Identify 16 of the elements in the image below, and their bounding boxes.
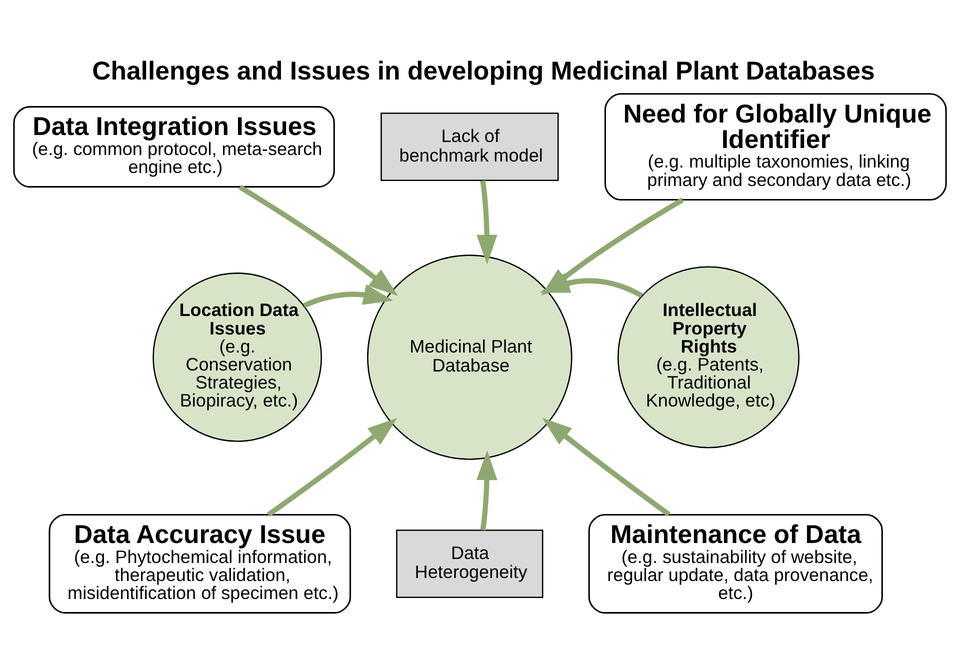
arrow xyxy=(476,450,498,530)
arrow xyxy=(540,272,643,298)
node-box: Lack of benchmark model xyxy=(380,112,559,181)
node-circle: Intellectual Property Rights (e.g. Patents, Traditional Knowledge, etc) xyxy=(617,266,800,448)
node-box: Data Accuracy Issue (e.g. Phytochemical information, therapeutic validation, misidentification of specimen etc.) xyxy=(48,513,352,614)
node-box: Need for Globally Unique Identifier (e.g. multiple taxonomies, linking primary and secondary data etc.) xyxy=(604,92,947,200)
node-box: Data Heterogeneity xyxy=(396,529,544,598)
diagram-title: Challenges and Issues in developing Medicinal Plant Databases xyxy=(92,57,875,86)
arrow xyxy=(542,417,670,516)
arrow xyxy=(238,184,398,296)
arrow xyxy=(302,284,394,308)
node-circle: Location Data Issues (e.g. Conservation Strategies, Biopiracy, etc.) xyxy=(152,272,322,442)
node-box: Maintenance of Data (e.g. sustainability of website, regular update, data provenance, etc.) xyxy=(588,513,883,614)
node-box: Data Integration Issues (e.g. common protocol, meta-search engine etc.) xyxy=(13,106,335,188)
arrow xyxy=(476,180,498,264)
arrow xyxy=(266,418,398,516)
